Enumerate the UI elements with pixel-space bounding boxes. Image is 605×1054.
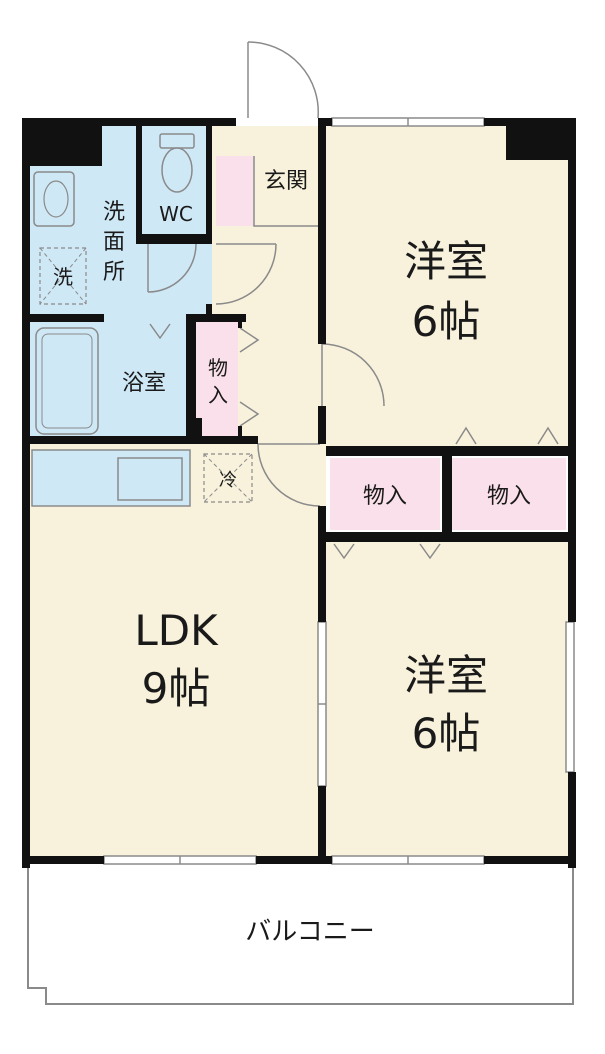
western-room-1-size: 6帖: [412, 297, 481, 346]
ldk-name: LDK: [134, 606, 219, 655]
bathroom-label: 浴室: [122, 371, 166, 396]
storage-small-floor: [196, 322, 238, 438]
balcony-outline: [27, 866, 574, 1005]
washer-space-diag-2: [39, 247, 87, 305]
storage-small-label-char-2: 入: [208, 383, 228, 407]
sink: [117, 457, 183, 501]
western-room-2-name: 洋室: [404, 651, 488, 700]
washroom-label-char-2: 面: [103, 230, 125, 255]
balcony-label: バルコニー: [245, 917, 374, 947]
ldk-floor: [28, 440, 326, 864]
storage-left-floor: [330, 458, 440, 530]
toilet-label: WC: [159, 202, 193, 226]
fridge-space-diag-2: [203, 453, 253, 503]
toilet-tank: [159, 133, 195, 149]
washer-space-label: 洗: [53, 265, 73, 289]
washer-space: [39, 247, 87, 305]
washroom-label-char-3: 所: [103, 260, 125, 285]
walls: [22, 118, 576, 868]
fridge-space-diag-1: [203, 453, 253, 503]
doors: [147, 41, 559, 560]
storage-left-label: 物入: [363, 484, 407, 509]
western-room-2-size: 6帖: [412, 709, 481, 758]
ldk-size: 9帖: [142, 664, 211, 713]
bathtub: [35, 327, 99, 435]
storage-right-floor: [452, 458, 566, 530]
bathtub-inner: [41, 333, 93, 429]
washbasin-bowl: [43, 180, 69, 218]
entrance-floor: [216, 156, 254, 226]
entrance-label: 玄関: [264, 169, 308, 194]
western-room-1-name: 洋室: [404, 237, 488, 286]
western-room-1-floor: [326, 126, 573, 452]
storage-right-label: 物入: [487, 484, 531, 509]
storage-small-label-char-1: 物: [208, 356, 228, 380]
fridge-space: [203, 453, 253, 503]
washroom-label-char-1: 洗: [103, 200, 125, 225]
fridge-space-label: 冷: [219, 470, 237, 491]
toilet-bowl: [161, 147, 193, 193]
western-room-2-floor: [326, 538, 573, 864]
